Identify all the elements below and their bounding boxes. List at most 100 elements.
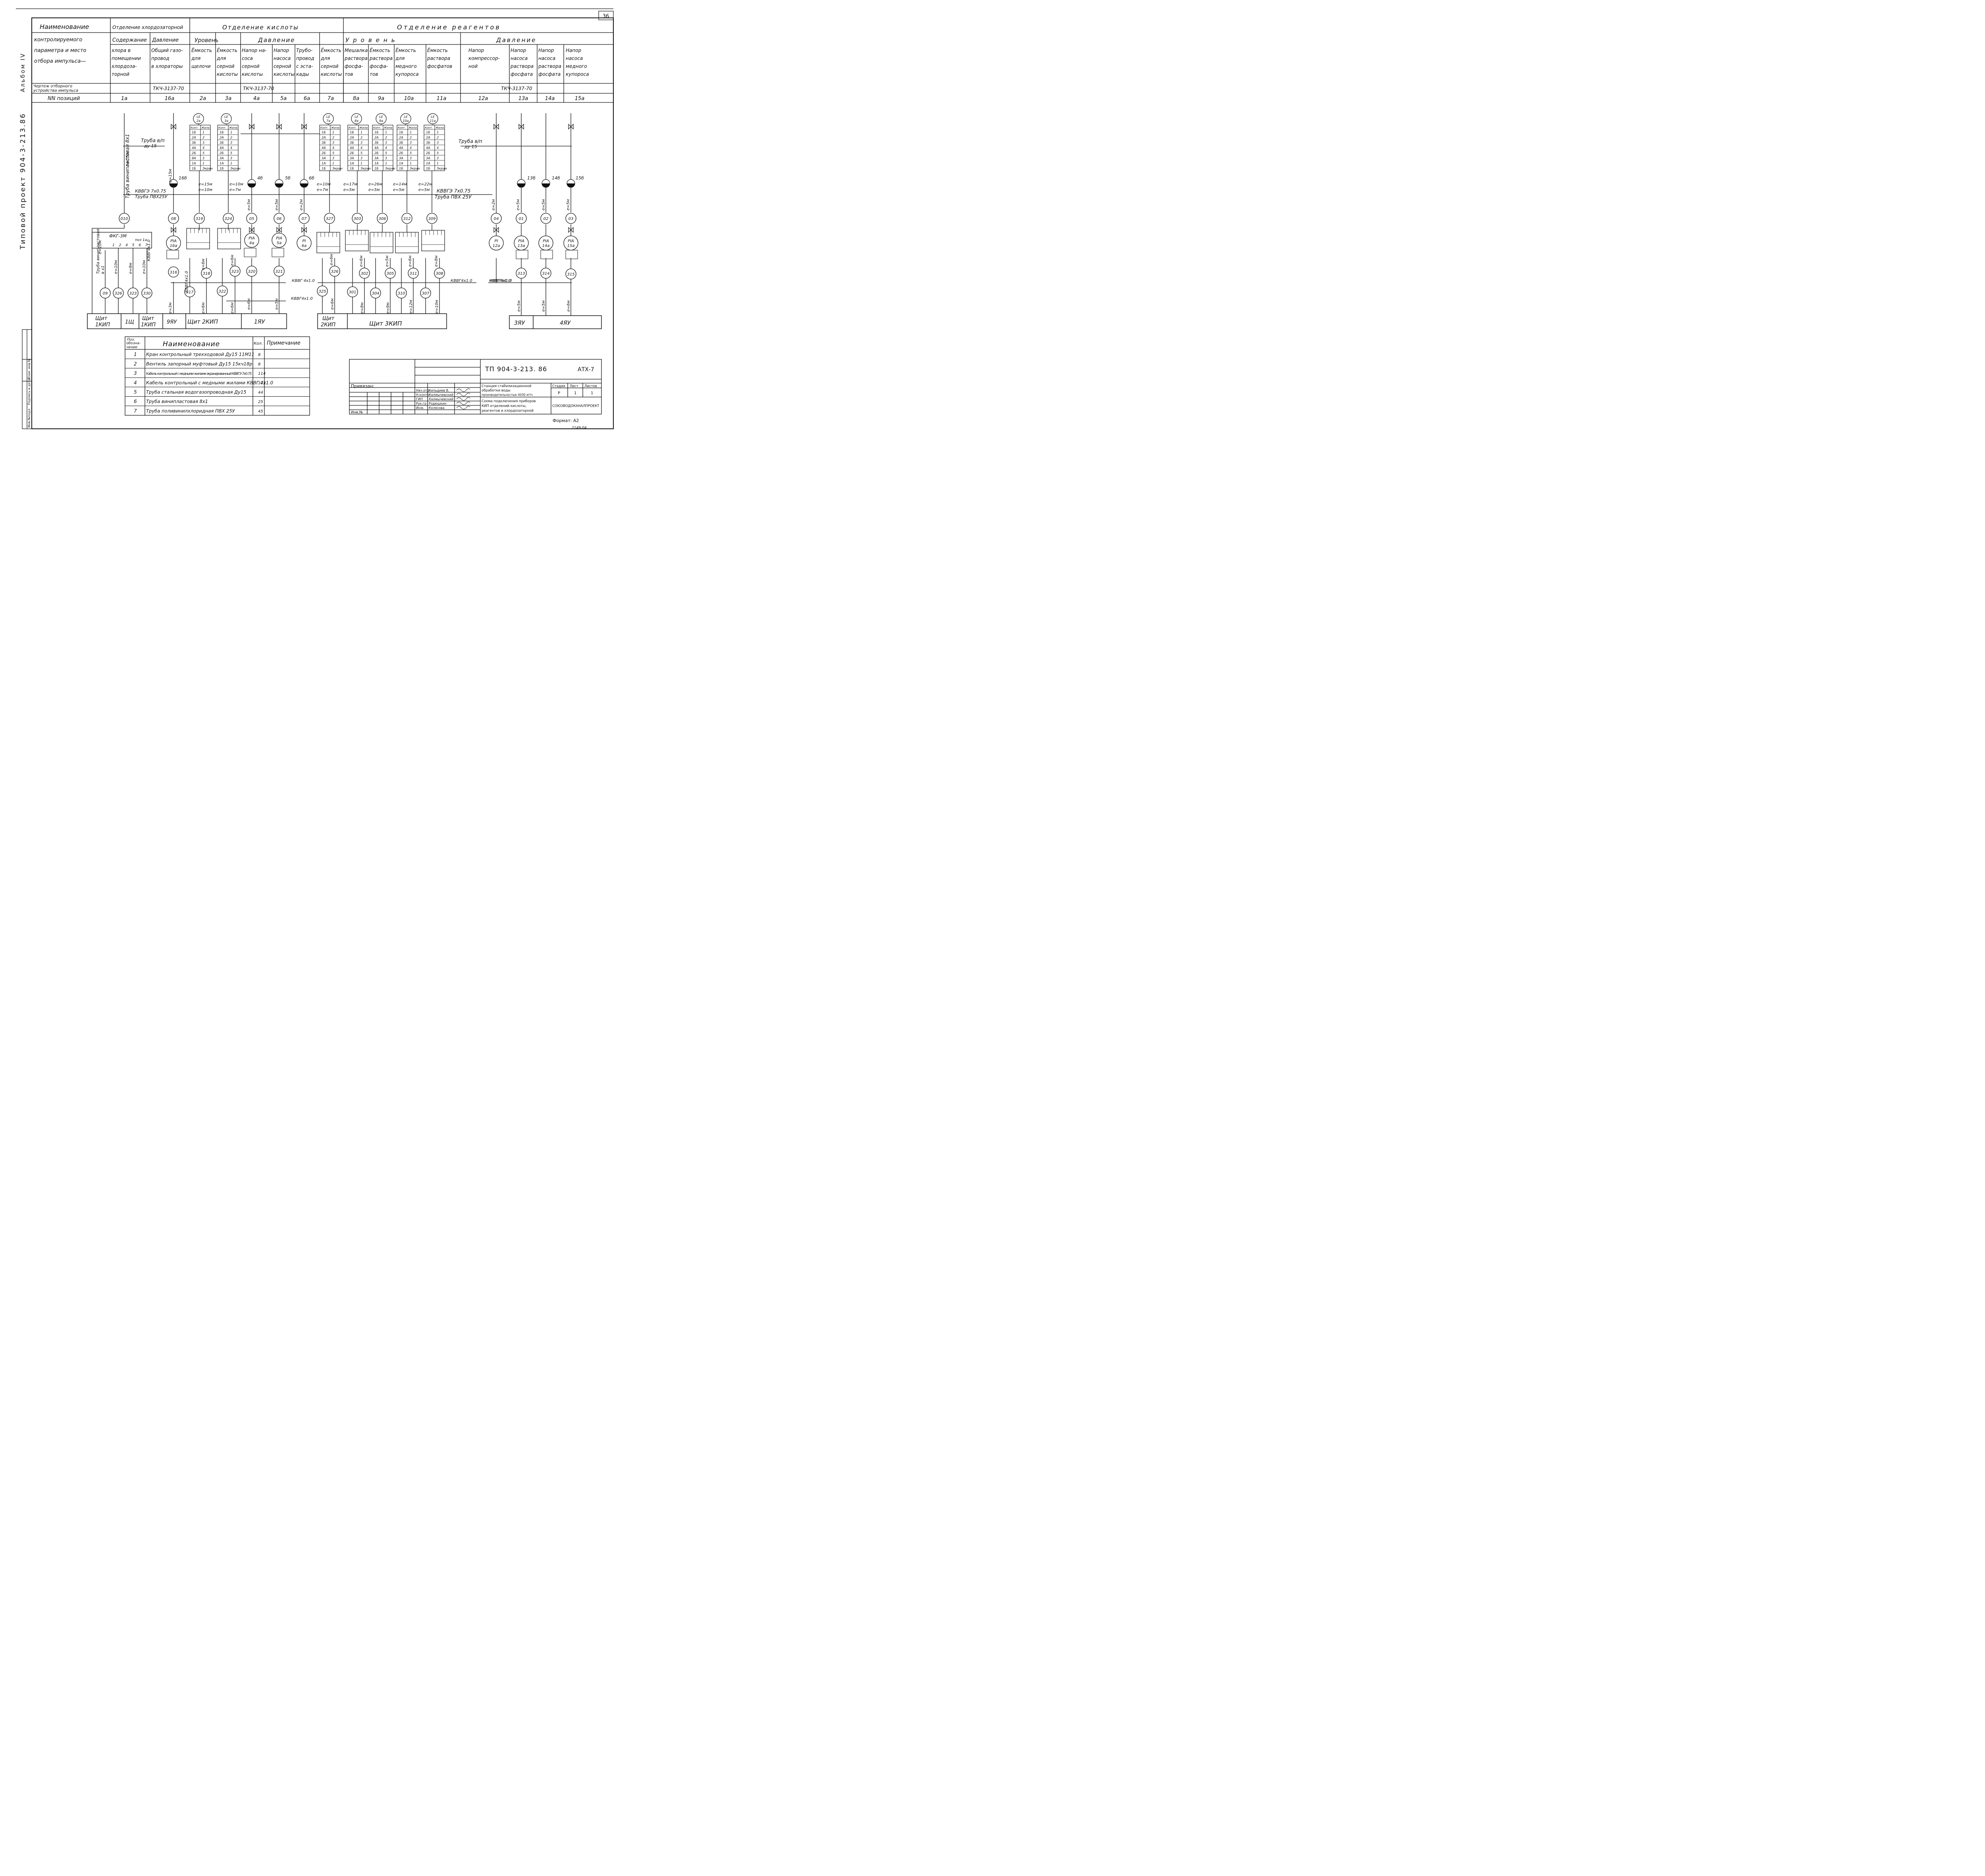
length-label: е=10м xyxy=(317,182,331,187)
junction-label: 321 xyxy=(275,270,283,274)
contact-cell: 2 xyxy=(385,136,387,139)
tb-station-3: производительностью 4030 м³/ч xyxy=(482,393,533,397)
junction-circle xyxy=(540,213,551,224)
contact-cell: 5 xyxy=(202,151,204,155)
legend-name: Кабель контрольный с медными жилами экра… xyxy=(146,372,252,376)
tb-schema-1: Схема подключения приборов xyxy=(482,399,536,403)
drawing-reference: ТКЧ-3137-70 xyxy=(153,86,184,91)
contact-head-kont: Конт. xyxy=(191,126,198,129)
contact-cell: 1 xyxy=(410,131,412,134)
junction-label: 323 xyxy=(231,270,239,274)
contact-head-kont: Конт. xyxy=(373,126,381,129)
junction-circle xyxy=(299,213,310,224)
position-number: 9а xyxy=(378,96,384,102)
legend-head-note: Примечание xyxy=(267,340,301,346)
legend-head-name: Наименование xyxy=(163,340,220,348)
column-header-text: Ёмкость xyxy=(191,47,212,53)
contact-table-frame xyxy=(347,125,369,171)
panel-4ya: 4ЯУ xyxy=(560,320,571,326)
junction-label: 01 xyxy=(519,217,524,221)
column-header-text: Трубо- xyxy=(296,48,312,53)
valve-icon xyxy=(518,123,524,130)
position-number: 16а xyxy=(165,96,175,102)
pressure-tap-label: 16б xyxy=(179,175,187,181)
cable-label: КВВГЭ 7х0.75 xyxy=(135,189,166,194)
valve-icon xyxy=(276,227,282,233)
length-label: е=9м xyxy=(386,302,390,314)
contact-cell: 1Б xyxy=(322,131,326,134)
junction-circle xyxy=(434,268,445,279)
column-header-text: Напор xyxy=(566,48,582,53)
cable-label: КВВГ4х1.0 xyxy=(490,279,512,283)
tb-org: СОЮЗВОДОКАНАЛПРОЕКТ xyxy=(552,404,599,408)
length-label: е=5м xyxy=(418,188,430,192)
contact-cell: 3 xyxy=(360,156,362,160)
length-label: е=6м xyxy=(247,298,251,310)
cable-label: КВВГ 4х1.0 xyxy=(292,279,315,283)
cable-label: КВВГ4х1.0 xyxy=(185,271,189,293)
cable-label: Труба винипластовая xyxy=(96,229,100,274)
contact-cell: 1 xyxy=(410,162,412,165)
column-header-text: купороса xyxy=(395,71,418,77)
junction-circle xyxy=(385,268,396,279)
column-header-text: раствора xyxy=(344,56,368,61)
terminal-block xyxy=(395,232,419,253)
cable-label: в х1 xyxy=(101,266,105,274)
fkg-terms: 1 2 4 5 6 7 xyxy=(112,243,149,247)
length-label: е=5м xyxy=(566,199,570,210)
instrument-label: 14а xyxy=(542,244,550,248)
instrument-label: 13а xyxy=(518,244,525,248)
column-header-text: Напор xyxy=(538,48,554,53)
junction-circle xyxy=(347,286,358,297)
contact-cell: 2 xyxy=(410,136,412,139)
pressure-tap-label: 14б xyxy=(552,175,560,181)
length-label: е=6м xyxy=(567,300,571,312)
junction-label: 327 xyxy=(326,217,333,221)
column-header-text: провод xyxy=(296,56,314,61)
fkg-block xyxy=(92,232,152,249)
junction-circle xyxy=(329,266,340,277)
legend-table xyxy=(125,336,310,416)
contact-cell: 2А xyxy=(374,136,379,139)
junction-label: 325 xyxy=(318,289,326,294)
length-label: е=6м xyxy=(230,255,235,266)
junction-label: 301 xyxy=(349,290,356,295)
tb-stage-head: Стадия xyxy=(552,384,565,388)
pressure-tap-fill xyxy=(300,183,308,187)
instrument-label: PIA xyxy=(276,236,282,241)
legend-qty: 45 xyxy=(258,409,263,414)
contact-cell: 2Б xyxy=(426,151,430,155)
contact-cell: 4 xyxy=(360,146,362,150)
contact-cell: 3 xyxy=(202,141,204,145)
column-header-text: Ёмкость xyxy=(395,47,416,53)
panel-9ya: 9ЯУ xyxy=(167,319,177,325)
valve-icon xyxy=(301,123,307,130)
position-number: 8а xyxy=(353,96,359,102)
tb-code: ТП 904-3-213. 86 xyxy=(485,365,547,373)
column-header-text: кислоты xyxy=(242,71,263,77)
legend-qty: 173 xyxy=(258,381,266,386)
sheet-number-box xyxy=(598,11,614,20)
legend-pos: 5 xyxy=(134,389,137,395)
column-header-text: кислоты xyxy=(274,71,295,77)
legend-name: Кабель контрольный с медными жилами КВВГ… xyxy=(146,380,273,386)
column-header-text: раствора xyxy=(538,64,561,69)
tb-sheets-head: Листов xyxy=(584,384,597,388)
column-header-text: для xyxy=(191,56,200,61)
contact-cell: 3Б xyxy=(426,141,430,145)
length-label: е=22м xyxy=(418,182,432,187)
column-header-text: фосфатов xyxy=(427,64,452,69)
column-header-text: Напор на- xyxy=(242,48,267,53)
junction-label: 07 xyxy=(302,217,307,221)
column-header-text: раствора xyxy=(427,56,450,61)
contact-cell: 3А xyxy=(220,156,224,160)
length-label: е=5м xyxy=(368,188,380,192)
contact-head-zhila: Жила xyxy=(408,126,417,129)
position-number: 11а xyxy=(437,96,447,102)
junction-label: 304 xyxy=(372,291,379,296)
column-header-text: с эста- xyxy=(296,64,313,69)
junction-circle xyxy=(540,268,551,279)
